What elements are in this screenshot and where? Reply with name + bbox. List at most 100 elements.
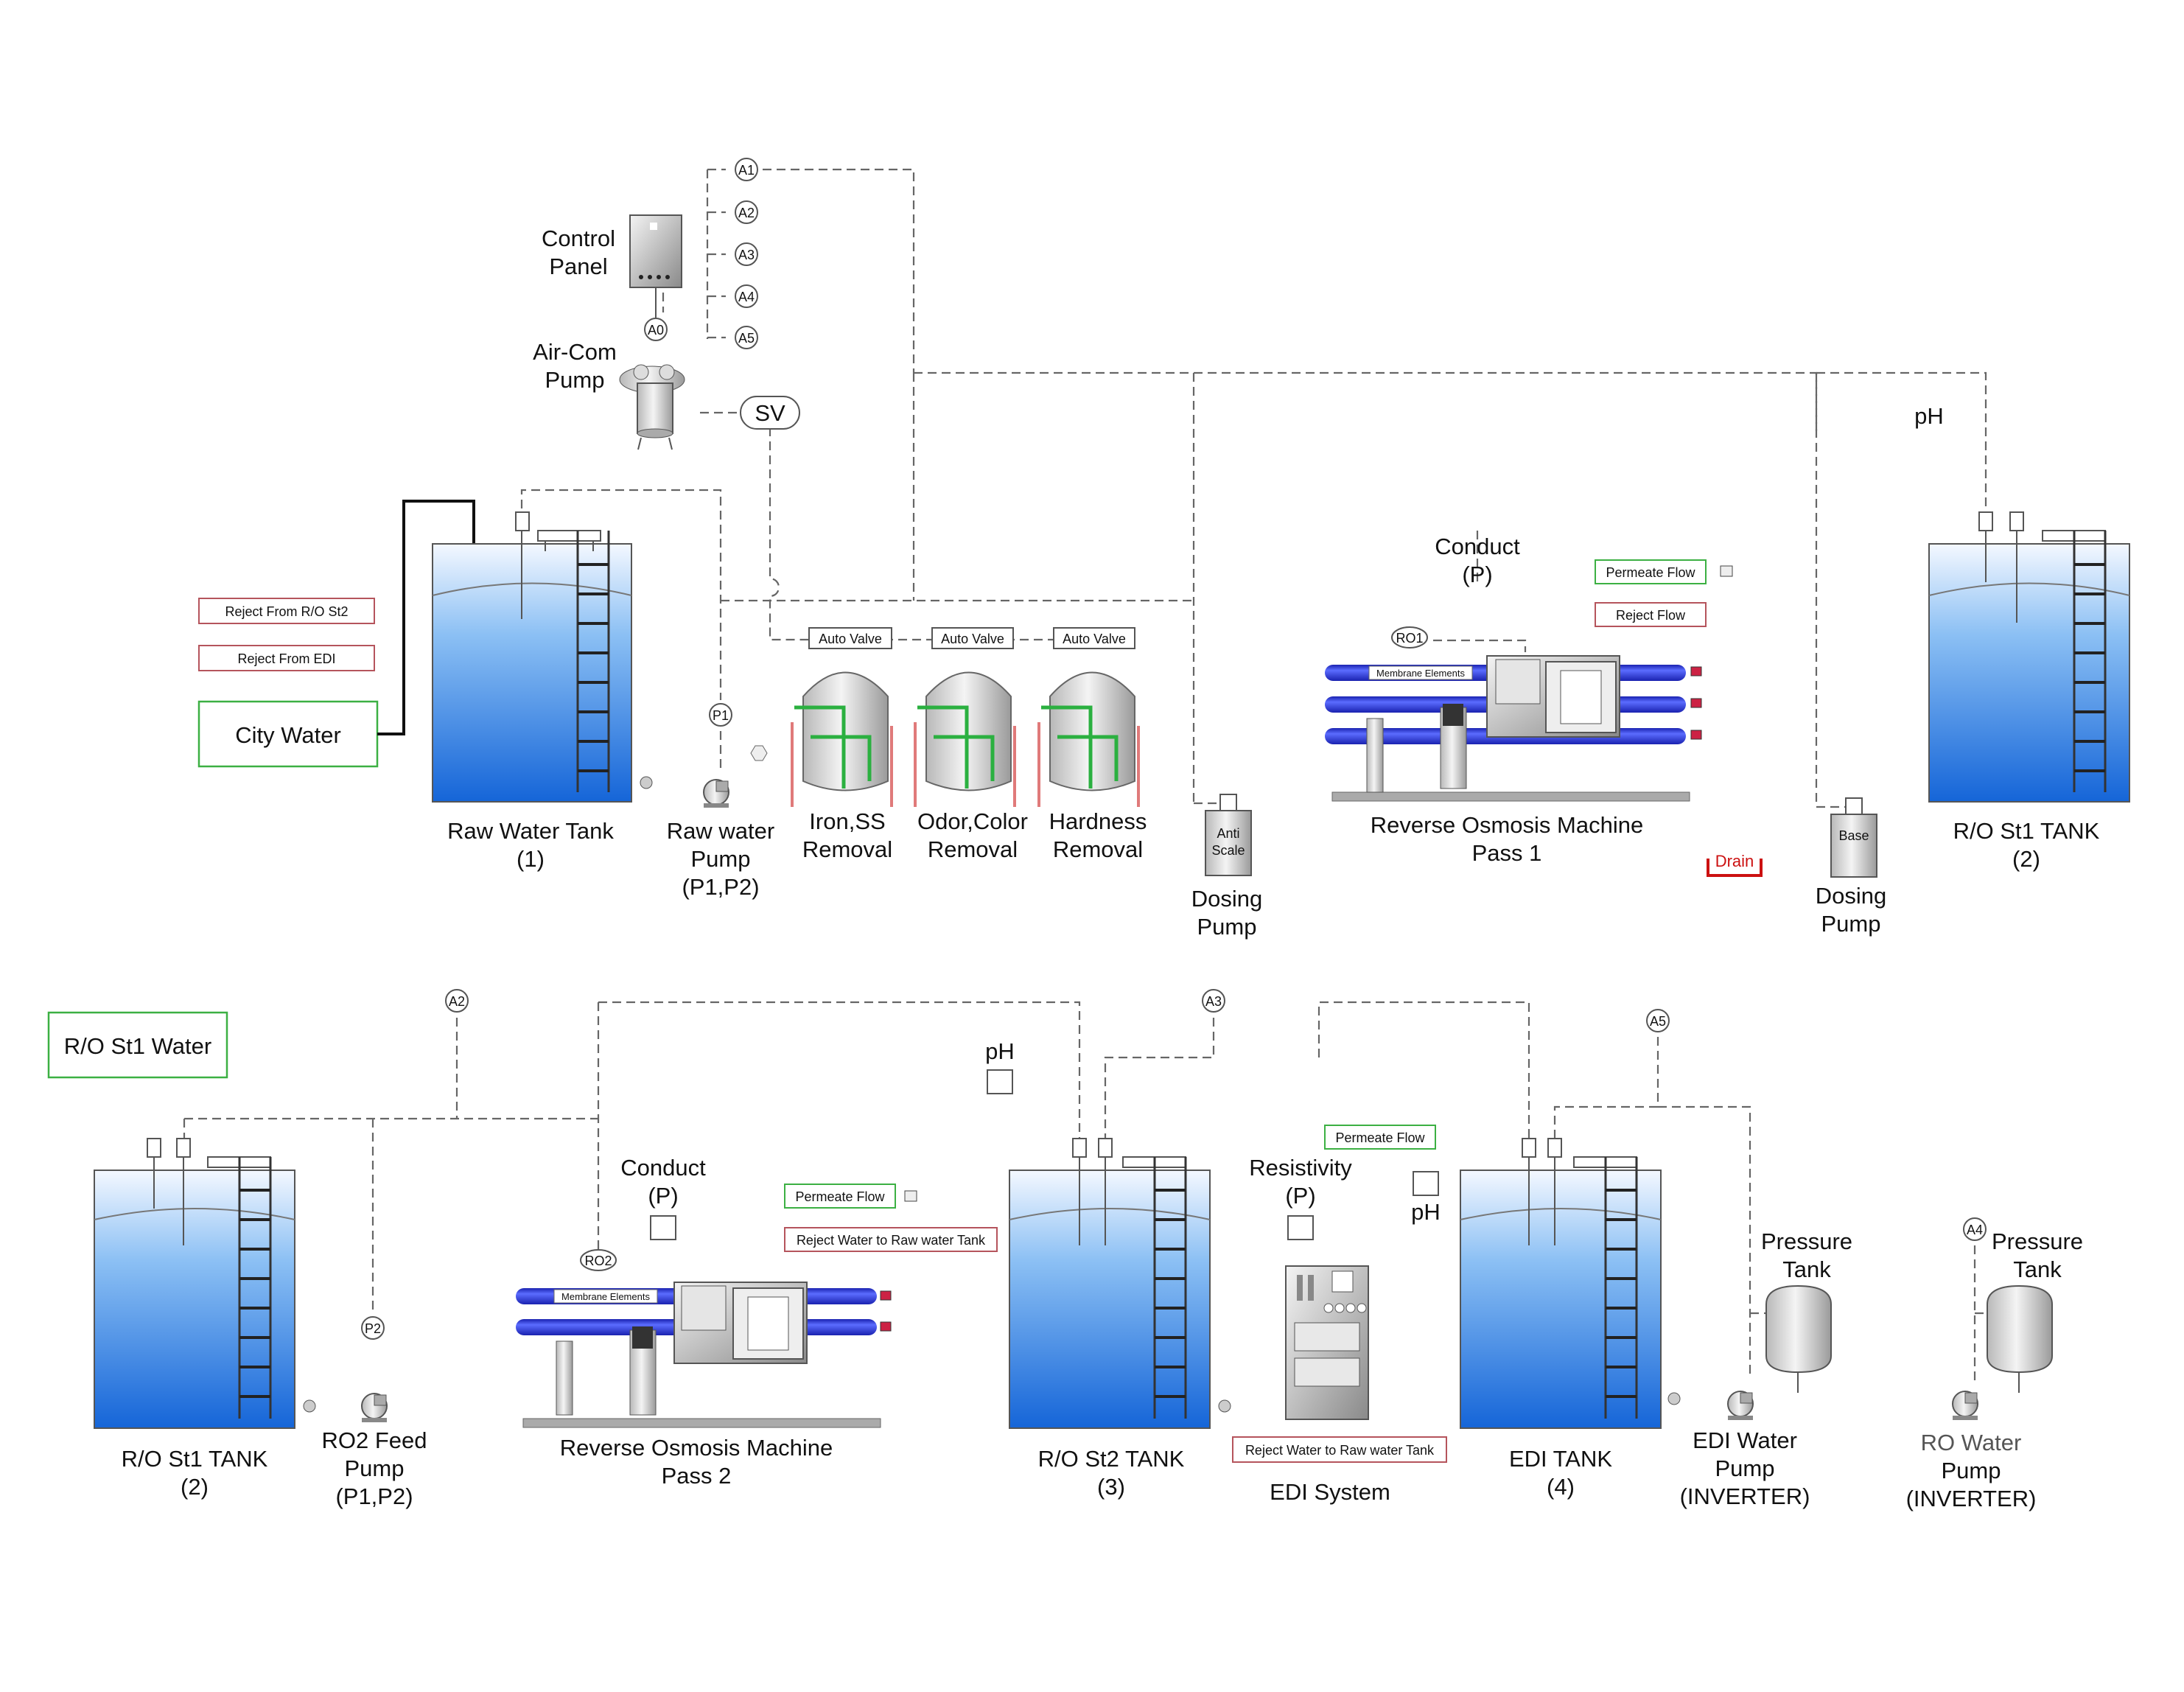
resistivity-label-2: (P) [1285, 1183, 1315, 1209]
solenoid-valve [740, 396, 800, 430]
flowmeter-icon-2 [904, 1190, 917, 1202]
edi-tank-label: EDI TANK [1509, 1446, 1612, 1472]
ro2-feed-pump-label: RO2 Feed [321, 1427, 427, 1453]
ro-st1-water-box [47, 1011, 228, 1079]
ro-water-pump-icon [1952, 1391, 1978, 1420]
tag-a5: A5 [738, 331, 755, 346]
edi-water-pump-icon [1727, 1391, 1754, 1420]
ro-pass1-label-2: Pass 1 [1472, 840, 1542, 866]
permeate-flow-2: Permeate Flow [795, 1189, 885, 1204]
reject-flow-1-box [1595, 602, 1707, 627]
conduct-p2-sensor [650, 1215, 676, 1240]
input-boxes [197, 598, 379, 768]
control-panel-label-2: Panel [549, 254, 607, 279]
control-panel [629, 214, 682, 288]
hardness-label-2: Removal [1053, 836, 1143, 862]
raw-water-pump-label: Raw water [667, 818, 774, 844]
air-com-pump-label: Air-Com [533, 339, 617, 365]
membrane-elements-1: Membrane Elements [1376, 668, 1465, 679]
ph-mid-sensor [987, 1069, 1013, 1094]
ro-st1-tank-top-label: R/O St1 TANK [1953, 818, 2100, 844]
ph-top-label: pH [1914, 403, 1944, 429]
filter-vessels [791, 671, 1140, 807]
ro-st1-tank-top [1928, 511, 2130, 803]
ro-st2-tank-label-2: (3) [1097, 1474, 1125, 1500]
anti-scale-label-2: Scale [1211, 843, 1245, 858]
conduct-p2-label: Conduct [620, 1155, 706, 1181]
raw-water-tank-label: Raw Water Tank [447, 818, 614, 844]
permeate-flow-edi-box [1324, 1125, 1436, 1150]
pressure-tank-1-label-2: Tank [1782, 1256, 1831, 1282]
reject-water-2-box [784, 1227, 998, 1252]
air-com-pump-label-2: Pump [545, 367, 605, 393]
dosing-pump-1-label: Dosing [1191, 886, 1263, 912]
ro2-feed-pump-icon [361, 1393, 388, 1422]
edi-unit [1285, 1265, 1369, 1420]
ro-st1-water-label: R/O St1 Water [64, 1033, 211, 1059]
tag-a4-bottom: A4 [1967, 1223, 1983, 1237]
iron-ss-label: Iron,SS [809, 808, 885, 834]
odor-color-label: Odor,Color [917, 808, 1028, 834]
control-panel-label: Control [542, 226, 615, 251]
dosing-pump-anti-scale [1205, 794, 1252, 876]
signal-lines [183, 168, 1997, 1385]
auto-valve-1: Auto Valve [819, 632, 882, 646]
pressure-tank-1-label: Pressure [1761, 1228, 1852, 1254]
ro2-feed-pump-label-2: Pump [345, 1455, 405, 1481]
ro-st1-tank-bottom-label-2: (2) [181, 1474, 209, 1500]
tag-a0: A0 [648, 323, 664, 338]
ro-machine-pass1 [1325, 655, 1702, 802]
dosing-pump-1-label-2: Pump [1197, 914, 1257, 940]
ro-st1-tank-bottom-label: R/O St1 TANK [122, 1446, 268, 1472]
edi-water-pump-label-3: (INVERTER) [1680, 1483, 1810, 1509]
ph-edi-label: pH [1411, 1199, 1441, 1225]
base-label: Base [1838, 828, 1869, 843]
iron-ss-label-2: Removal [802, 836, 892, 862]
raw-water-tank-label-2: (1) [517, 846, 545, 872]
auto-valve-3: Auto Valve [1063, 632, 1126, 646]
drain-icon [1707, 859, 1763, 877]
tag-a4: A4 [738, 290, 755, 304]
ph-edi-sensor [1413, 1171, 1439, 1196]
air-com-pump-icon [619, 287, 685, 450]
pressure-tank-2-label: Pressure [1992, 1228, 2083, 1254]
drain-label: Drain [1715, 852, 1754, 870]
raw-water-pump-icon [703, 745, 768, 808]
reject-water-edi: Reject Water to Raw water Tank [1245, 1443, 1435, 1458]
edi-system-label: EDI System [1270, 1479, 1390, 1505]
anti-scale-label: Anti [1217, 826, 1239, 841]
ro-water-pump-label: RO Water [1921, 1430, 2022, 1455]
edi-water-pump-label: EDI Water [1693, 1427, 1797, 1453]
ro-water-pump-label-3: (INVERTER) [1906, 1486, 2037, 1511]
tag-a3-bottom: A3 [1205, 994, 1222, 1009]
permeate-flow-1-box [1595, 559, 1707, 584]
tag-a5-bottom: A5 [1650, 1014, 1666, 1029]
odor-color-label-2: Removal [928, 836, 1018, 862]
pressure-tank-1 [1765, 1284, 1832, 1393]
pressure-tank-2 [1987, 1284, 2053, 1393]
resistivity-sensor [1287, 1215, 1314, 1240]
tag-a1: A1 [738, 163, 755, 178]
ro-pass2-label-2: Pass 2 [662, 1463, 732, 1489]
reject-water-2: Reject Water to Raw water Tank [797, 1233, 986, 1248]
raw-water-pump-label-2: Pump [691, 846, 751, 872]
ro2-feed-pump-label-3: (P1,P2) [335, 1483, 413, 1509]
auto-valve-2: Auto Valve [941, 632, 1004, 646]
auto-valves [808, 627, 1135, 649]
city-water-pipe [377, 500, 475, 735]
ro-st2-tank-label: R/O St2 TANK [1038, 1446, 1185, 1472]
conduct-p2-label-2: (P) [648, 1183, 678, 1209]
dosing-pump-2-label-2: Pump [1821, 911, 1881, 937]
edi-tank-label-2: (4) [1547, 1474, 1575, 1500]
ro-st2-tank [1009, 1138, 1231, 1429]
pressure-tank-2-label-2: Tank [2013, 1256, 2062, 1282]
permeate-flow-2-box [784, 1184, 896, 1209]
permeate-flow-edi: Permeate Flow [1335, 1130, 1425, 1145]
tag-a3: A3 [738, 248, 755, 262]
flowmeter-icon [1720, 565, 1733, 577]
tag-p2: P2 [365, 1321, 381, 1336]
reject-water-edi-box [1232, 1436, 1447, 1463]
edi-water-pump-label-2: Pump [1715, 1455, 1775, 1481]
resistivity-label: Resistivity [1249, 1155, 1352, 1181]
